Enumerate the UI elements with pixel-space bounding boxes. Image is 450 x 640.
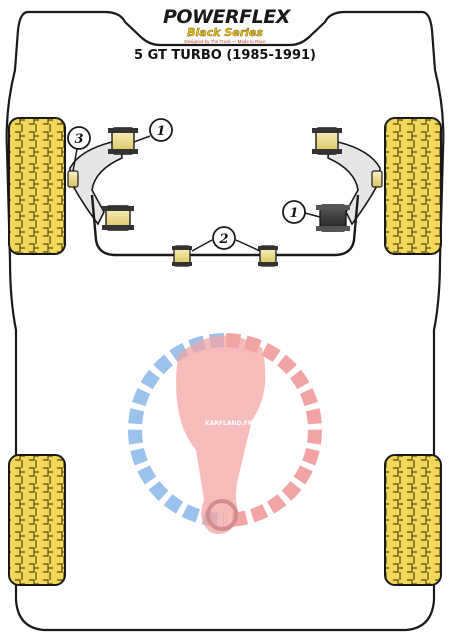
brand-series: Black Series: [187, 26, 263, 39]
callout-3-label: 3: [74, 132, 83, 147]
front-right-tyre: [384, 117, 442, 255]
callout-leaders: [72, 135, 321, 252]
callout-1-label: 1: [156, 124, 165, 139]
callout-1-rear: 1: [282, 200, 306, 224]
anti-roll-bar: [90, 194, 360, 257]
page-title: 5 GT TURBO (1985-1991): [134, 48, 316, 63]
rear-right-tyre: [384, 454, 442, 586]
bush-front-wishbone-right: [312, 127, 342, 155]
callout-2: 2: [212, 226, 236, 250]
brand-tagline: Designed by The Truck — Made to Race: [184, 39, 266, 44]
watermark-logo: KARFLAND.FR: [127, 333, 323, 534]
bush-drop-link-right: [371, 170, 383, 188]
callout-1-label: 1: [289, 206, 298, 221]
bush-rear-wishbone-left: [102, 205, 134, 231]
callout-1-front: 1: [149, 118, 173, 142]
bush-drop-link-left: [67, 170, 79, 188]
right-wishbone: [327, 134, 381, 226]
bush-anti-roll-bar-left: [172, 245, 192, 267]
left-wishbone: [69, 134, 123, 226]
rear-left-tyre: [8, 454, 66, 586]
watermark-text: KARFLAND.FR: [205, 420, 253, 427]
callout-2-label: 2: [218, 232, 228, 247]
bush-rear-wishbone-right-black: [316, 204, 350, 232]
bush-anti-roll-bar-right: [258, 245, 278, 267]
powerflex-logo: POWERFLEX Black Series Designed by The T…: [163, 6, 290, 49]
brand-name: POWERFLEX: [163, 6, 290, 28]
bush-front-wishbone-left: [108, 127, 138, 155]
front-left-tyre: [8, 117, 66, 255]
car-body-outline: [5, 10, 445, 632]
callout-3: 3: [67, 126, 91, 150]
